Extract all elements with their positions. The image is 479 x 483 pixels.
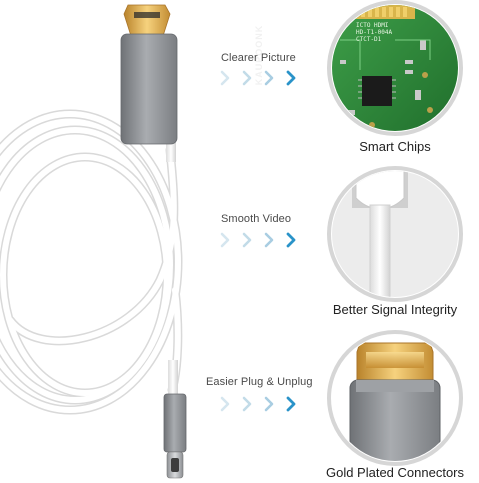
feature-label-clearer-picture: Clearer Picture (221, 52, 296, 64)
smart-chip-callout (327, 0, 463, 136)
chip-print: ICTO HDMI HD-T1-004A CTCT-D1 (356, 22, 393, 43)
arrow-row-1 (220, 70, 296, 86)
arrow-row-3 (220, 396, 296, 412)
caption-smart-chips: Smart Chips (359, 139, 431, 154)
hdmi-connector (120, 4, 178, 162)
feature-label-easier-plug: Easier Plug & Unplug (206, 376, 313, 388)
gold-connector-callout (327, 330, 463, 466)
usb-c-connector (163, 360, 187, 479)
arrow-row-2 (220, 232, 296, 248)
signal-callout (327, 166, 463, 302)
feature-label-smooth-video: Smooth Video (221, 213, 292, 225)
caption-gold-connectors: Gold Plated Connectors (325, 465, 465, 480)
caption-better-signal: Better Signal Integrity (332, 302, 458, 317)
cable-coil (0, 109, 183, 415)
